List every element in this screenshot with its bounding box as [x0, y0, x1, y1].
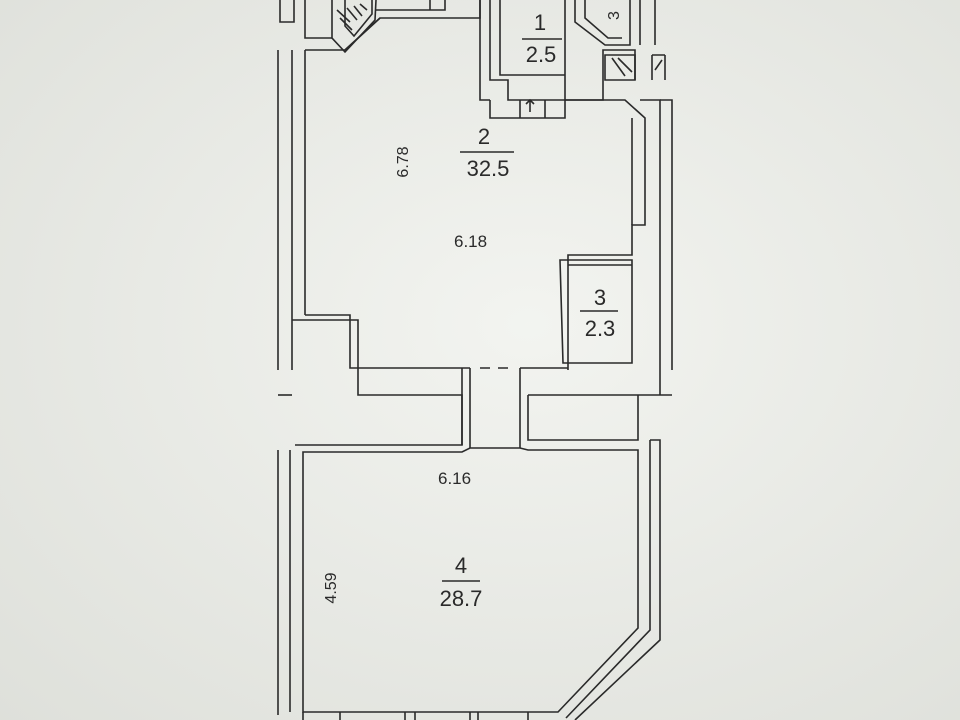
door-arrow: [525, 98, 535, 112]
wall-room2-bottom-left: [305, 314, 470, 369]
wall-room4-right-outer: [574, 439, 661, 720]
room4-width-dimension: 6.16: [438, 469, 472, 488]
wall-top-left-stub: [279, 0, 295, 23]
stair-outline-inner: [344, 0, 373, 38]
room2-height-dimension: 6.78: [395, 146, 412, 178]
wall-room4-right-mid: [565, 440, 651, 719]
wall-right-shaft-2: [651, 54, 666, 80]
shaft-diag: [611, 57, 633, 77]
wall-right-bottom-mid: [528, 370, 672, 396]
wall-top-corridor: [304, 0, 332, 39]
wall-room1-inner: [499, 0, 565, 76]
wall-corridor-left: [461, 368, 471, 448]
wall-room2-bottom-left-outer: [292, 319, 463, 446]
wall-room-top-right: [574, 0, 631, 46]
room2-width-dimension: 6.18: [454, 232, 488, 251]
wall-room2-top-inner: [344, 17, 381, 51]
wall-corridor-right: [519, 368, 639, 448]
wall-room1-corridor: [479, 0, 490, 101]
room1-area: 2.5: [525, 42, 557, 67]
door-room1-mid: [519, 100, 546, 118]
wall-room1: [489, 0, 566, 101]
wall-top-right-corridor: [376, 0, 446, 11]
stair-steps: [336, 3, 368, 31]
wall-room2-right: [565, 99, 646, 370]
wall-room-top-right-inner: [584, 0, 622, 39]
room4-height-dimension: 4.59: [323, 572, 340, 604]
wall-room4-bottom: [302, 712, 529, 720]
wall-shaft: [604, 54, 636, 81]
wall-room2-right-outer: [640, 99, 661, 370]
room3-number: 3: [593, 285, 607, 310]
wall-right-top: [639, 0, 656, 45]
room4-area: 28.7: [439, 586, 483, 611]
wall-right-far: [660, 99, 673, 370]
door-room1: [489, 100, 566, 119]
wall-room4-outline: [302, 447, 639, 713]
room2-area: 32.5: [466, 156, 510, 181]
stair-outline: [331, 0, 377, 54]
room2-number: 2: [477, 124, 491, 149]
room4-number: 4: [454, 553, 468, 578]
room-top-right-number: 3: [606, 11, 623, 20]
room3-area: 2.3: [584, 316, 616, 341]
room1-number: 1: [533, 10, 547, 35]
wall-room3: [559, 259, 633, 364]
